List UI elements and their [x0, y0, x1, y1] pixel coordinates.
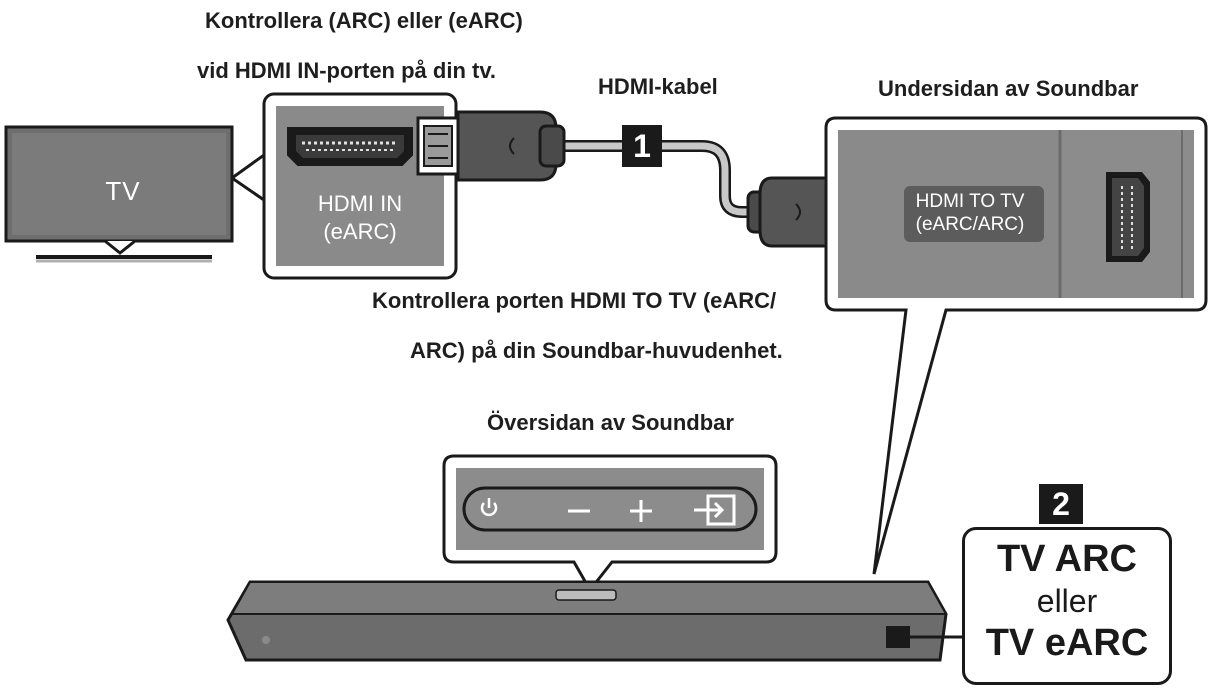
result-tv-earc: TV eARC	[985, 622, 1149, 664]
hdmi-in-label: HDMI IN (eARC)	[300, 190, 420, 245]
source-input-icon	[694, 494, 736, 526]
step-1-badge: 1	[622, 125, 662, 167]
caption-soundbar-bottom: Undersidan av Soundbar	[878, 76, 1139, 101]
tv-label: TV	[105, 176, 141, 206]
hdmi-to-tv-label-line1: HDMI TO TV	[915, 191, 1025, 212]
hdmi-plug-tv-side-icon	[416, 110, 566, 182]
tv-callout-pointer	[231, 152, 266, 203]
soundbar-top-callout	[442, 454, 778, 593]
power-icon	[480, 498, 498, 517]
caption-check-tv-port-line1: Kontrollera (ARC) eller (eARC)	[205, 8, 523, 33]
hdmi-in-port-icon	[287, 127, 413, 166]
caption-check-tv-port-line2: vid HDMI IN-porten på din tv.	[197, 58, 497, 83]
result-display-box: TV ARC eller TV eARC	[962, 527, 1172, 685]
hdmi-to-tv-port-icon	[1106, 172, 1150, 262]
soundbar-bottom-callout	[824, 116, 1208, 575]
caption-check-soundbar-port-line1: Kontrollera porten HDMI TO TV (eARC/	[372, 288, 777, 313]
caption-hdmi-cable: HDMI-kabel	[598, 74, 718, 99]
hdmi-in-label-line2: (eARC)	[323, 218, 397, 244]
result-tv-arc: TV ARC	[996, 538, 1138, 580]
result-or: eller	[1036, 583, 1098, 619]
hdmi-in-label-line1: HDMI IN	[317, 191, 403, 216]
soundbar-display-window	[886, 626, 910, 648]
hdmi-to-tv-label-line2: (eARC/ARC)	[915, 213, 1025, 235]
step-2-badge: 2	[1039, 484, 1083, 524]
caption-check-soundbar-port-line2: ARC) på din Soundbar-huvudenhet.	[410, 338, 783, 363]
volume-up-icon	[630, 500, 652, 522]
tv	[4, 125, 234, 263]
soundbar	[226, 580, 948, 662]
caption-soundbar-top: Översidan av Soundbar	[487, 410, 734, 435]
tv-port-callout	[262, 92, 458, 280]
hdmi-to-tv-label: HDMI TO TV (eARC/ARC)	[900, 191, 1040, 237]
